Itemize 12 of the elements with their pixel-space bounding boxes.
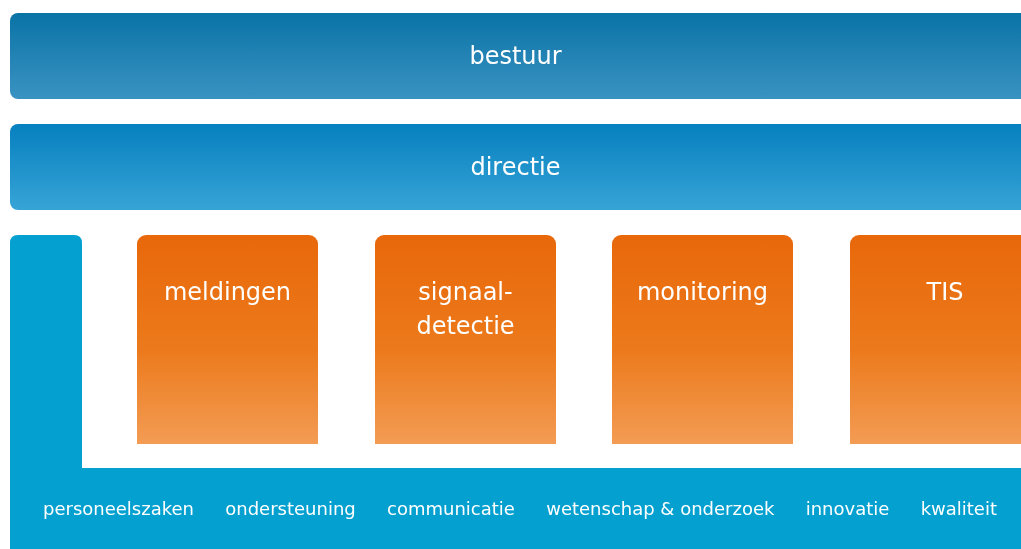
unit-box: meldingen: [137, 235, 318, 444]
unit-box: signaal- detectie: [375, 235, 556, 444]
department-label: kwaliteit: [920, 498, 997, 519]
department-label: communicatie: [387, 498, 515, 519]
department-label: ondersteuning: [225, 498, 356, 519]
unit-box: TIS: [850, 235, 1021, 444]
department-label: wetenschap & onderzoek: [546, 498, 775, 519]
board-band: bestuur: [10, 13, 1021, 99]
management-band: directie: [10, 124, 1021, 210]
department-label: personeelszaken: [43, 498, 194, 519]
unit-box: monitoring: [612, 235, 793, 444]
department-label: innovatie: [805, 498, 890, 519]
